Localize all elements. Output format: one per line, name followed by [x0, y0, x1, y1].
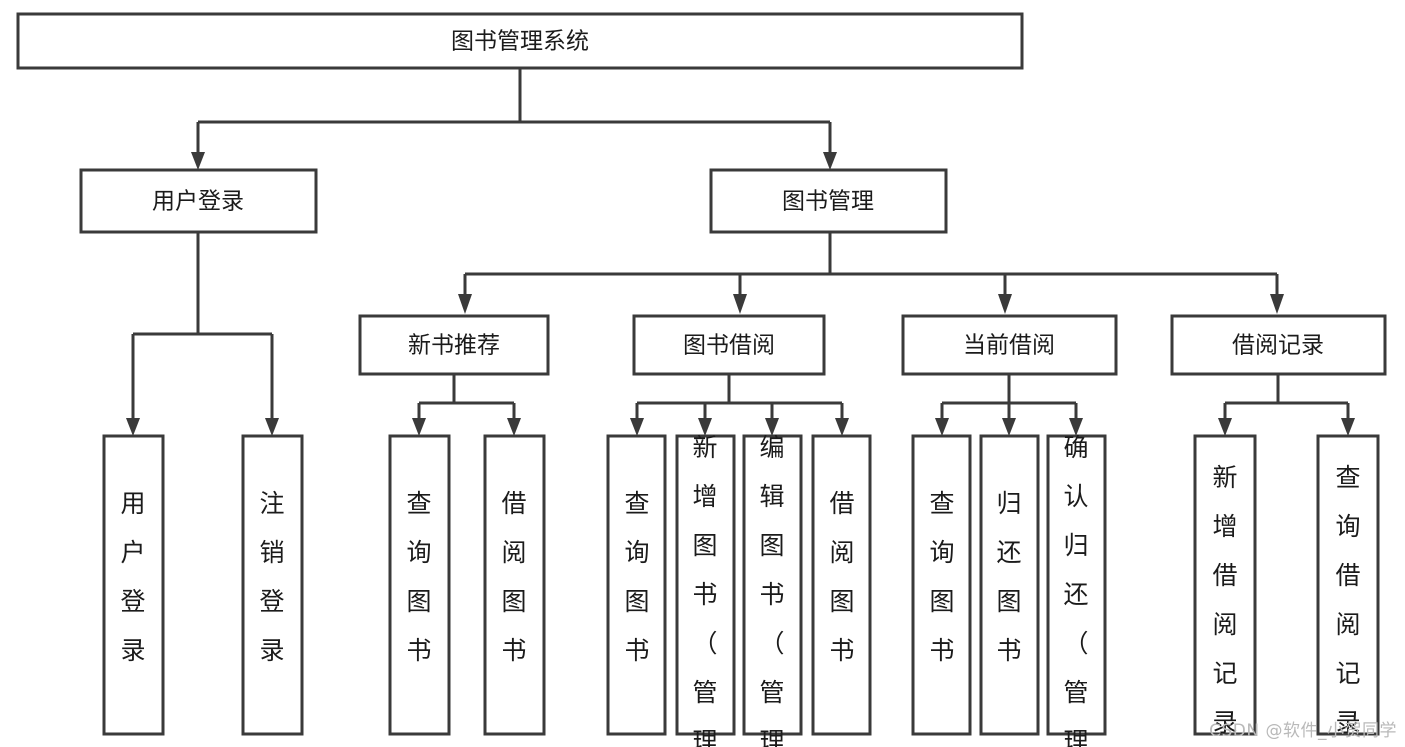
leaf-bb-add-book-box	[675, 434, 736, 736]
connector-group-current-borrow	[935, 374, 1083, 436]
leaf-node-br-query-record[interactable]: 查询借阅记录	[1316, 434, 1380, 737]
leaf-br-query-record-label: 查询借阅记录	[1335, 463, 1360, 737]
arrowhead-new-book	[458, 294, 472, 314]
leaf-cb-confirm-return-label: 确认归还（管理员）	[1063, 433, 1088, 747]
node-book-borrow-box	[632, 314, 826, 376]
arrowhead-nb-leaf-1	[412, 418, 426, 436]
leaf-br-add-record-label: 新增借阅记录	[1212, 463, 1237, 737]
node-new-book-label: 新书推荐	[408, 333, 500, 359]
leaf-node-nb-borrow-book[interactable]: 借阅图书	[483, 434, 546, 736]
arrowhead-borrow-record	[1270, 294, 1284, 314]
arrowhead-nb-leaf-2	[507, 418, 521, 436]
node-new-book-box	[358, 314, 550, 376]
node-current-borrow-label: 当前借阅	[963, 333, 1055, 359]
leaf-user-login-box	[102, 434, 165, 736]
arrowhead-cb-leaf-1	[935, 418, 949, 436]
arrowhead-user-login	[191, 152, 205, 170]
node-borrow-record-box	[1170, 314, 1387, 376]
leaf-bb-add-book-label: 新增图书（管理员）	[692, 433, 717, 747]
leaf-node-cb-return-book[interactable]: 归还图书	[979, 434, 1040, 736]
node-new-book-recommend[interactable]: 新书推荐	[358, 314, 550, 376]
leaf-bb-edit-book-label: 编辑图书（管理员）	[759, 433, 784, 747]
leaf-bb-query-book-box	[606, 434, 667, 736]
node-book-manage-box	[709, 168, 948, 234]
connector-group-book-manage	[458, 232, 1284, 314]
node-current-borrow-box	[901, 314, 1118, 376]
connector-group-root	[191, 68, 837, 170]
arrowhead-bb-leaf-3	[765, 418, 779, 436]
connector-group-borrow-record	[1218, 374, 1355, 436]
leaf-logout-label: 注销登录	[259, 489, 284, 665]
arrowhead-leaf-logout	[265, 418, 279, 436]
leaf-node-cb-confirm-return[interactable]: 确认归还（管理员）	[1046, 433, 1107, 747]
arrowhead-br-leaf-1	[1218, 418, 1232, 436]
leaf-bb-borrow-book-box	[811, 434, 872, 736]
leaf-node-nb-query-book[interactable]: 查询图书	[388, 434, 451, 736]
node-user-login[interactable]: 用户登录	[79, 168, 318, 234]
node-book-borrow[interactable]: 图书借阅	[632, 314, 826, 376]
arrowhead-current-borrow	[998, 294, 1012, 314]
leaf-cb-return-book-box	[979, 434, 1040, 736]
leaf-node-bb-edit-book[interactable]: 编辑图书（管理员）	[742, 433, 803, 747]
node-root-system[interactable]: 图书管理系统	[16, 12, 1024, 70]
node-borrow-record-label: 借阅记录	[1232, 333, 1324, 359]
leaf-nb-borrow-book-box	[483, 434, 546, 736]
node-user-login-box	[79, 168, 318, 234]
arrowhead-bb-leaf-1	[630, 418, 644, 436]
leaf-bb-borrow-book-label: 借阅图书	[829, 489, 854, 665]
node-book-manage[interactable]: 图书管理	[709, 168, 948, 234]
node-root-label: 图书管理系统	[451, 29, 589, 55]
arrowhead-bb-leaf-4	[835, 418, 849, 436]
connector-group-user-login	[126, 232, 279, 436]
arrowhead-book-manage	[823, 152, 837, 170]
leaf-logout-box	[241, 434, 304, 736]
connector-group-book-borrow	[630, 374, 849, 436]
arrowhead-bb-leaf-2	[698, 418, 712, 436]
arrowhead-br-leaf-2	[1341, 418, 1355, 436]
leaf-cb-query-book-label: 查询图书	[929, 489, 954, 665]
leaf-nb-borrow-book-label: 借阅图书	[501, 489, 526, 665]
leaf-user-login-label: 用户登录	[120, 489, 145, 665]
node-book-borrow-label: 图书借阅	[683, 333, 775, 359]
arrowhead-cb-leaf-2	[1002, 418, 1016, 436]
arrowhead-book-borrow	[733, 294, 747, 314]
connector-group-new-book	[412, 374, 521, 436]
leaf-nb-query-book-label: 查询图书	[406, 489, 431, 665]
leaf-nb-query-book-box	[388, 434, 451, 736]
node-root-box	[16, 12, 1024, 70]
node-current-borrow[interactable]: 当前借阅	[901, 314, 1118, 376]
leaf-node-bb-query-book[interactable]: 查询图书	[606, 434, 667, 736]
leaf-bb-query-book-label: 查询图书	[624, 489, 649, 665]
leaf-cb-confirm-return-box	[1046, 434, 1107, 736]
leaf-node-logout[interactable]: 注销登录	[241, 434, 304, 736]
arrowhead-cb-leaf-3	[1069, 418, 1083, 436]
leaf-bb-edit-book-box	[742, 434, 803, 736]
node-book-manage-label: 图书管理	[782, 189, 874, 215]
arrowhead-leaf-user-login	[126, 418, 140, 436]
leaf-node-cb-query-book[interactable]: 查询图书	[911, 434, 972, 736]
leaf-node-bb-borrow-book[interactable]: 借阅图书	[811, 434, 872, 736]
leaf-cb-query-book-box	[911, 434, 972, 736]
leaf-node-user-login[interactable]: 用户登录	[102, 434, 165, 736]
leaf-cb-return-book-label: 归还图书	[996, 489, 1021, 665]
node-borrow-record[interactable]: 借阅记录	[1170, 314, 1387, 376]
csdn-watermark: CSDN @软件_小贺同学	[1209, 721, 1397, 741]
leaf-br-query-record-box	[1316, 434, 1380, 736]
leaf-node-br-add-record[interactable]: 新增借阅记录	[1193, 434, 1257, 737]
leaf-br-add-record-box	[1193, 434, 1257, 736]
leaf-node-bb-add-book[interactable]: 新增图书（管理员）	[675, 433, 736, 747]
node-user-login-label: 用户登录	[152, 189, 244, 215]
